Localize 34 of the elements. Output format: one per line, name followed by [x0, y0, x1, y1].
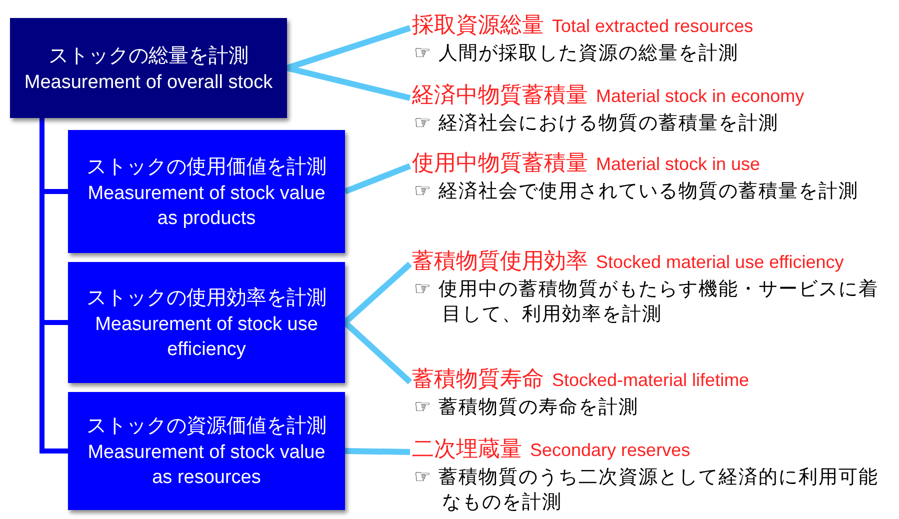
- heading-english: Total extracted resources: [552, 16, 754, 36]
- description-text: ☞ 蓄積物質のうち二次資源として経済的に利用可能なものを計測: [413, 466, 880, 515]
- heading-english: Material stock in use: [596, 154, 760, 174]
- description-text: ☞ 使用中の蓄積物質がもたらす機能・サービスに着目して、利用効率を計測: [413, 278, 880, 327]
- box-title-japanese: ストックの使用価値を計測: [86, 154, 326, 180]
- root-box: [10, 18, 287, 118]
- category-box: [68, 130, 345, 253]
- connector-line: [344, 163, 412, 194]
- heading-japanese: 経済中物質蓄積量: [412, 82, 588, 107]
- box-title-english: Measurement of overall stock: [24, 70, 273, 94]
- connector-line: [343, 262, 412, 325]
- heading-english: Material stock in economy: [596, 86, 804, 106]
- description-text: ☞ 経済社会で使用されている物質の蓄積量を計測: [413, 180, 860, 204]
- heading-english: Stocked material use efficiency: [596, 252, 844, 272]
- heading-japanese: 採取資源総量: [412, 12, 544, 37]
- heading-english: Secondary reserves: [530, 440, 690, 460]
- box-title-japanese: ストックの使用効率を計測: [86, 286, 326, 310]
- box-title-english: Measurement of stock value as products: [86, 182, 326, 230]
- connector-line: [286, 65, 411, 101]
- box-title-japanese: ストックの総量を計測: [48, 44, 248, 68]
- heading-english: Stocked-material lifetime: [552, 370, 750, 390]
- description-text: ☞ 人間が採取した資源の総量を計測: [413, 42, 740, 66]
- box-title-english: Measurement of stock use efficiency: [94, 312, 319, 362]
- connector-line: [344, 448, 410, 455]
- category-box: [68, 392, 345, 510]
- box-title-english: Measurement of stock value as resources: [86, 441, 326, 490]
- box-title-japanese: ストックの資源価値を計測: [86, 414, 326, 439]
- category-box: [68, 262, 345, 383]
- description-text: ☞ 蓄積物質の寿命を計測: [413, 396, 640, 420]
- heading-japanese: 蓄積物質寿命: [412, 366, 544, 391]
- heading-japanese: 二次埋蔵量: [412, 436, 522, 461]
- heading-japanese: 使用中物質蓄積量: [412, 150, 588, 175]
- description-text: ☞ 経済社会における物質の蓄積量を計測: [413, 112, 780, 136]
- heading-japanese: 蓄積物質使用効率: [412, 248, 588, 273]
